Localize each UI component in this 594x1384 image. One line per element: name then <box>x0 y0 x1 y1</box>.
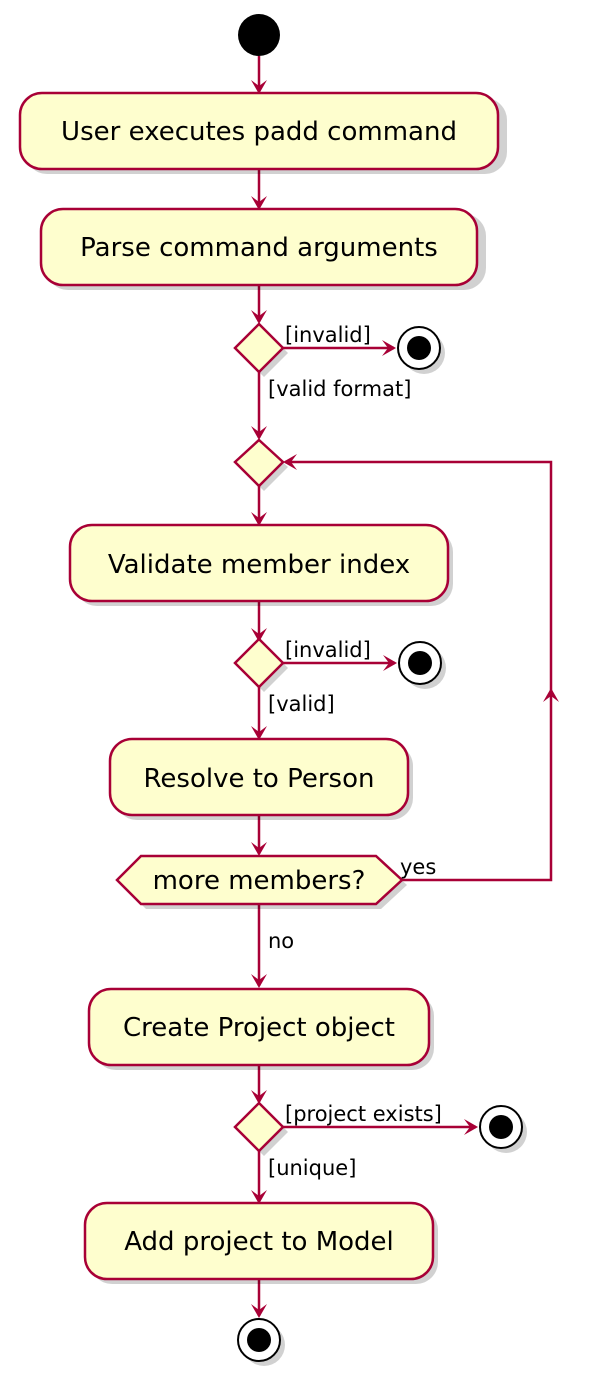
flow-loop-back <box>285 460 553 882</box>
guard-valid-format: [valid format] <box>268 377 411 401</box>
arrowhead <box>251 426 267 440</box>
decision-more-members: more members? yes no <box>115 854 436 953</box>
guard-yes: yes <box>400 855 436 879</box>
guard-project-exists: [project exists] <box>285 1102 442 1126</box>
end-node-final <box>237 1318 285 1366</box>
arrowhead <box>251 80 267 94</box>
end-node-invalid-format <box>397 326 445 374</box>
guard-invalid-index: [invalid] <box>285 638 371 662</box>
guard-no: no <box>268 929 294 953</box>
activity-create-project-label: Create Project object <box>123 1013 395 1043</box>
arrowhead <box>251 974 267 988</box>
guard-invalid-format: [invalid] <box>285 323 371 347</box>
activity-resolve-person: Resolve to Person <box>108 737 413 820</box>
arrowhead <box>251 512 267 526</box>
activity-create-project: Create Project object <box>87 987 434 1070</box>
guard-valid-index: [valid] <box>268 692 335 716</box>
arrowhead <box>251 628 267 642</box>
activity-execute-command-label: User executes padd command <box>61 117 457 147</box>
arrowhead <box>383 655 397 671</box>
end-node-invalid-index <box>398 641 446 689</box>
decision-more-members-label: more members? <box>153 866 366 896</box>
activity-resolve-person-label: Resolve to Person <box>144 764 375 794</box>
merge-node <box>233 438 288 491</box>
decision-project-exists: [project exists] [unique] <box>233 1101 442 1180</box>
start-node <box>238 14 280 56</box>
arrowhead <box>283 454 297 470</box>
guard-unique: [unique] <box>268 1156 356 1180</box>
activity-parse-arguments: Parse command arguments <box>39 207 486 290</box>
arrowhead <box>251 842 267 856</box>
arrowhead <box>251 310 267 324</box>
arrowhead <box>543 688 559 702</box>
arrowhead <box>251 1190 267 1204</box>
end-node-project-exists <box>479 1105 527 1153</box>
arrowhead <box>464 1119 478 1135</box>
arrowhead <box>251 726 267 740</box>
activity-add-project: Add project to Model <box>83 1201 438 1284</box>
decision-format: [invalid] [valid format] <box>233 322 411 401</box>
activity-parse-arguments-label: Parse command arguments <box>80 233 438 263</box>
arrowhead <box>251 1304 267 1318</box>
activity-execute-command: User executes padd command <box>18 91 507 174</box>
decision-index: [invalid] [valid] <box>233 637 371 716</box>
flow-lines <box>251 56 559 1318</box>
activity-validate-index: Validate member index <box>68 523 453 606</box>
arrowhead <box>251 1090 267 1104</box>
activity-add-project-label: Add project to Model <box>124 1227 394 1257</box>
activity-validate-index-label: Validate member index <box>108 550 410 580</box>
arrowhead <box>251 196 267 210</box>
arrowhead <box>382 340 396 356</box>
